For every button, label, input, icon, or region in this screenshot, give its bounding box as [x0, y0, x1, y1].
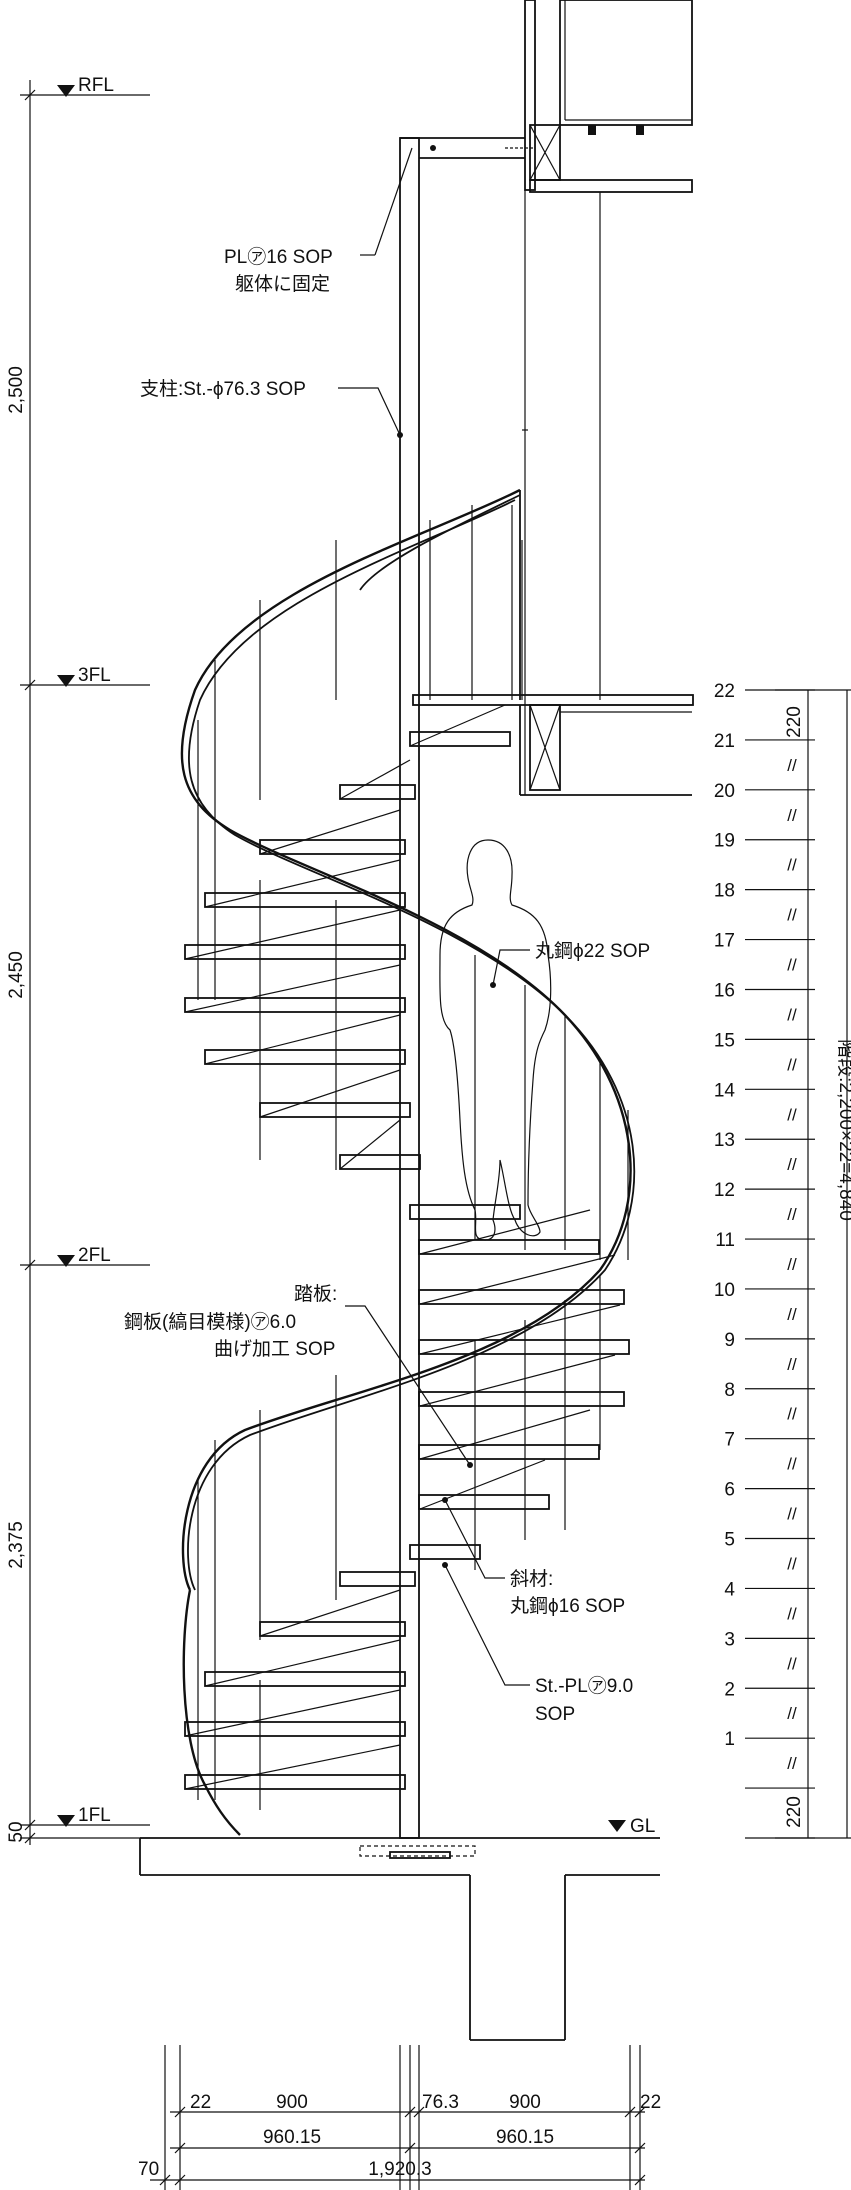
- step-repeat-mark: //: [787, 1754, 797, 1773]
- step-repeat-mark: //: [787, 1505, 797, 1524]
- step-repeat-mark: //: [787, 856, 797, 875]
- annotations: PL㋐16 SOP 躯体に固定 支柱:St.-ϕ76.3 SOP 丸鋼ϕ22 S…: [124, 147, 650, 1725]
- step-repeat-mark: //: [787, 1155, 797, 1174]
- step-number: 21: [714, 731, 735, 752]
- step-number: 20: [714, 781, 735, 802]
- step-repeat-mark: //: [787, 1105, 797, 1124]
- step-repeat-mark: //: [787, 1005, 797, 1024]
- step-number: 6: [724, 1480, 735, 1501]
- dim-2fl-1fl: 2,375: [6, 1521, 27, 1569]
- level-3fl: 3FL: [78, 665, 111, 686]
- step-number: 12: [714, 1180, 735, 1201]
- step-total-text: 階段:2,200×22=4,840: [835, 1039, 851, 1221]
- dim-1fl-gl: 50: [6, 1821, 27, 1842]
- step-repeat-mark: //: [787, 1305, 797, 1324]
- step-number: 2: [724, 1679, 735, 1700]
- step-number: 11: [715, 1230, 735, 1251]
- step-number: 8: [724, 1380, 735, 1401]
- bottom-dim-h: 70: [138, 2159, 159, 2180]
- step-repeat-mark: //: [787, 1604, 797, 1623]
- step-repeat-mark: //: [787, 1405, 797, 1424]
- step-number: 9: [724, 1330, 735, 1351]
- label-tread-line2: 鋼板(縞目模様)㋐6.0: [124, 1311, 296, 1333]
- step-top-rise: 220: [784, 706, 805, 738]
- step-number: 18: [714, 881, 735, 902]
- step-number: 14: [714, 1080, 736, 1101]
- level-dimension-column: RFL 3FL 2FL 1FL 2,500 2,450 2,375 50: [6, 75, 150, 1845]
- bottom-dim-d: 900: [509, 2092, 541, 2113]
- bottom-dim-b: 900: [276, 2092, 308, 2113]
- rfl-level-marker: [57, 85, 75, 97]
- level-2fl: 2FL: [78, 1245, 111, 1266]
- level-1fl: 1FL: [78, 1805, 111, 1826]
- label-handrail: 丸鋼ϕ22 SOP: [535, 940, 650, 962]
- step-number: 4: [724, 1579, 735, 1600]
- step-repeat-mark: //: [787, 1205, 797, 1224]
- step-total: 階段:2,200×22=4,840 220 220: [775, 689, 851, 1839]
- label-tread-line1: 踏板:: [294, 1283, 337, 1305]
- label-brace-line1: 斜材:: [510, 1568, 553, 1590]
- step-dimensions: 2221//20//19//18//17//16//15//14//13//12…: [714, 681, 815, 1839]
- step-number: 15: [714, 1030, 735, 1051]
- diagonal-braces: [184, 704, 621, 1790]
- bottom-dim-g: 960.15: [496, 2127, 554, 2148]
- bottom-dim-e: 22: [640, 2092, 661, 2113]
- building-structure: [412, 0, 694, 796]
- spiral-handrail: [180, 488, 636, 1836]
- 1fl-level-marker: [57, 1815, 75, 1827]
- label-tread-line3: 曲げ加工 SOP: [214, 1338, 335, 1360]
- bottom-dim-i: 1,920.3: [368, 2159, 431, 2180]
- bottom-dimensions: 22 900 76.3 900 22 960.15 960.15 70 1,92…: [138, 2045, 661, 2190]
- label-stplate-line2: SOP: [535, 1704, 575, 1725]
- human-figure: [439, 839, 552, 1241]
- level-gl: GL: [630, 1816, 655, 1837]
- step-repeat-mark: //: [787, 1055, 797, 1074]
- label-plate-line1: PL㋐16 SOP: [224, 246, 333, 268]
- treads: [184, 731, 630, 1790]
- step-repeat-mark: //: [787, 906, 797, 925]
- label-plate-line2: 躯体に固定: [235, 273, 330, 295]
- 2fl-level-marker: [57, 1255, 75, 1267]
- step-repeat-mark: //: [787, 1654, 797, 1673]
- step-number: 1: [724, 1729, 735, 1750]
- bottom-dim-a: 22: [190, 2092, 211, 2113]
- step-number: 16: [714, 980, 735, 1001]
- step-number: 10: [714, 1280, 735, 1301]
- 3fl-level-marker: [57, 675, 75, 687]
- step-repeat-mark: //: [787, 806, 797, 825]
- gl-level-marker: [608, 1820, 626, 1832]
- label-brace-line2: 丸鋼ϕ16 SOP: [510, 1595, 625, 1617]
- step-repeat-mark: //: [787, 1255, 797, 1274]
- step-number: 19: [714, 831, 735, 852]
- label-stplate-line1: St.-PL㋐9.0: [535, 1675, 633, 1697]
- step-number: 7: [724, 1430, 735, 1451]
- bottom-dim-c: 76.3: [422, 2092, 459, 2113]
- bottom-dim-f: 960.15: [263, 2127, 321, 2148]
- dim-3fl-2fl: 2,450: [6, 951, 27, 999]
- step-number: 3: [724, 1629, 735, 1650]
- step-repeat-mark: //: [787, 1355, 797, 1374]
- level-rfl: RFL: [78, 75, 114, 96]
- step-repeat-mark: //: [787, 956, 797, 975]
- foundation: GL: [139, 1816, 660, 2041]
- step-number: 22: [714, 681, 735, 702]
- dim-rfl-3fl: 2,500: [6, 366, 27, 414]
- label-post: 支柱:St.-ϕ76.3 SOP: [140, 378, 306, 400]
- step-number: 5: [724, 1530, 735, 1551]
- step-bottom-rise: 220: [784, 1796, 805, 1828]
- step-repeat-mark: //: [787, 1554, 797, 1573]
- step-repeat-mark: //: [787, 1455, 797, 1474]
- step-number: 17: [714, 931, 735, 952]
- step-number: 13: [714, 1130, 735, 1151]
- step-repeat-mark: //: [787, 1704, 797, 1723]
- step-repeat-mark: //: [787, 756, 797, 775]
